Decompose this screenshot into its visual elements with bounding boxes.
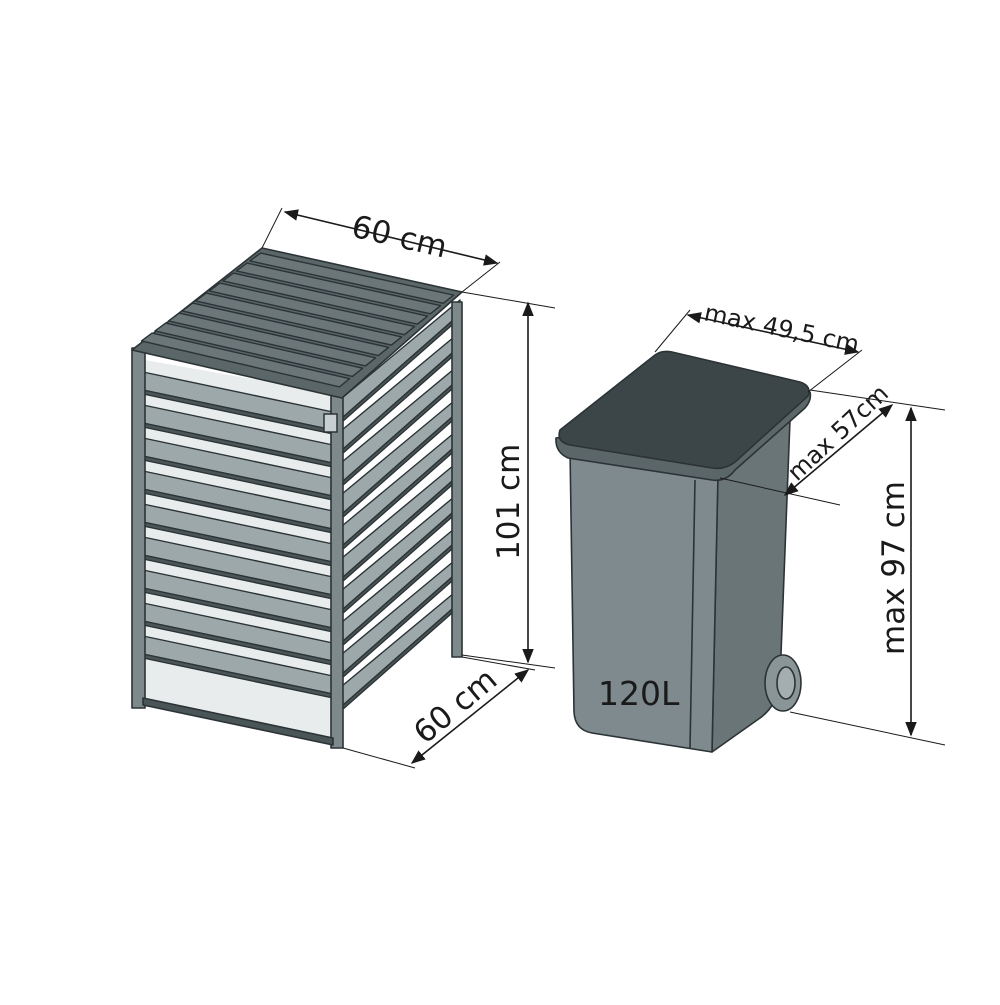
lid-slat [194, 292, 403, 346]
dim-line-depth [410, 669, 530, 764]
waste-bin: 120L [555, 350, 812, 753]
lid-slat [140, 332, 351, 388]
dim-line-bin-depth [783, 404, 894, 496]
enclosure-back-right-post [451, 301, 463, 658]
dim-line-top-width [283, 209, 499, 266]
lid-slat [249, 252, 455, 305]
enclosure-front [142, 371, 334, 699]
bin-capacity-label: 120L [598, 674, 680, 713]
lid-slat [181, 302, 390, 357]
dim-line-bin-width [686, 312, 860, 355]
enclosure-front-right-post [330, 387, 344, 749]
lid-slat [167, 312, 377, 367]
dim-label-bin-height: max 97 cm [876, 481, 912, 655]
latch-icon [323, 413, 338, 433]
lid-slat [235, 262, 442, 315]
enclosure-bottom-rail [142, 697, 334, 746]
bin-enclosure [131, 247, 463, 749]
lid-slat [208, 282, 416, 336]
bin-body [569, 449, 719, 753]
bin-wheel-hub [776, 666, 796, 700]
enclosure-right-side [341, 299, 461, 711]
enclosure-lid-slats [140, 252, 455, 388]
dim-label-height: 101 cm [491, 444, 527, 560]
lid-slat [154, 322, 364, 378]
enclosure-front-left-post [131, 347, 146, 709]
dim-label-bin-width: max 49,5 cm [702, 298, 862, 358]
lid-slat [222, 272, 429, 325]
bin-lid [558, 350, 810, 470]
dim-label-depth: 60 cm [407, 661, 504, 751]
dim-label-top-width: 60 cm [348, 209, 450, 266]
